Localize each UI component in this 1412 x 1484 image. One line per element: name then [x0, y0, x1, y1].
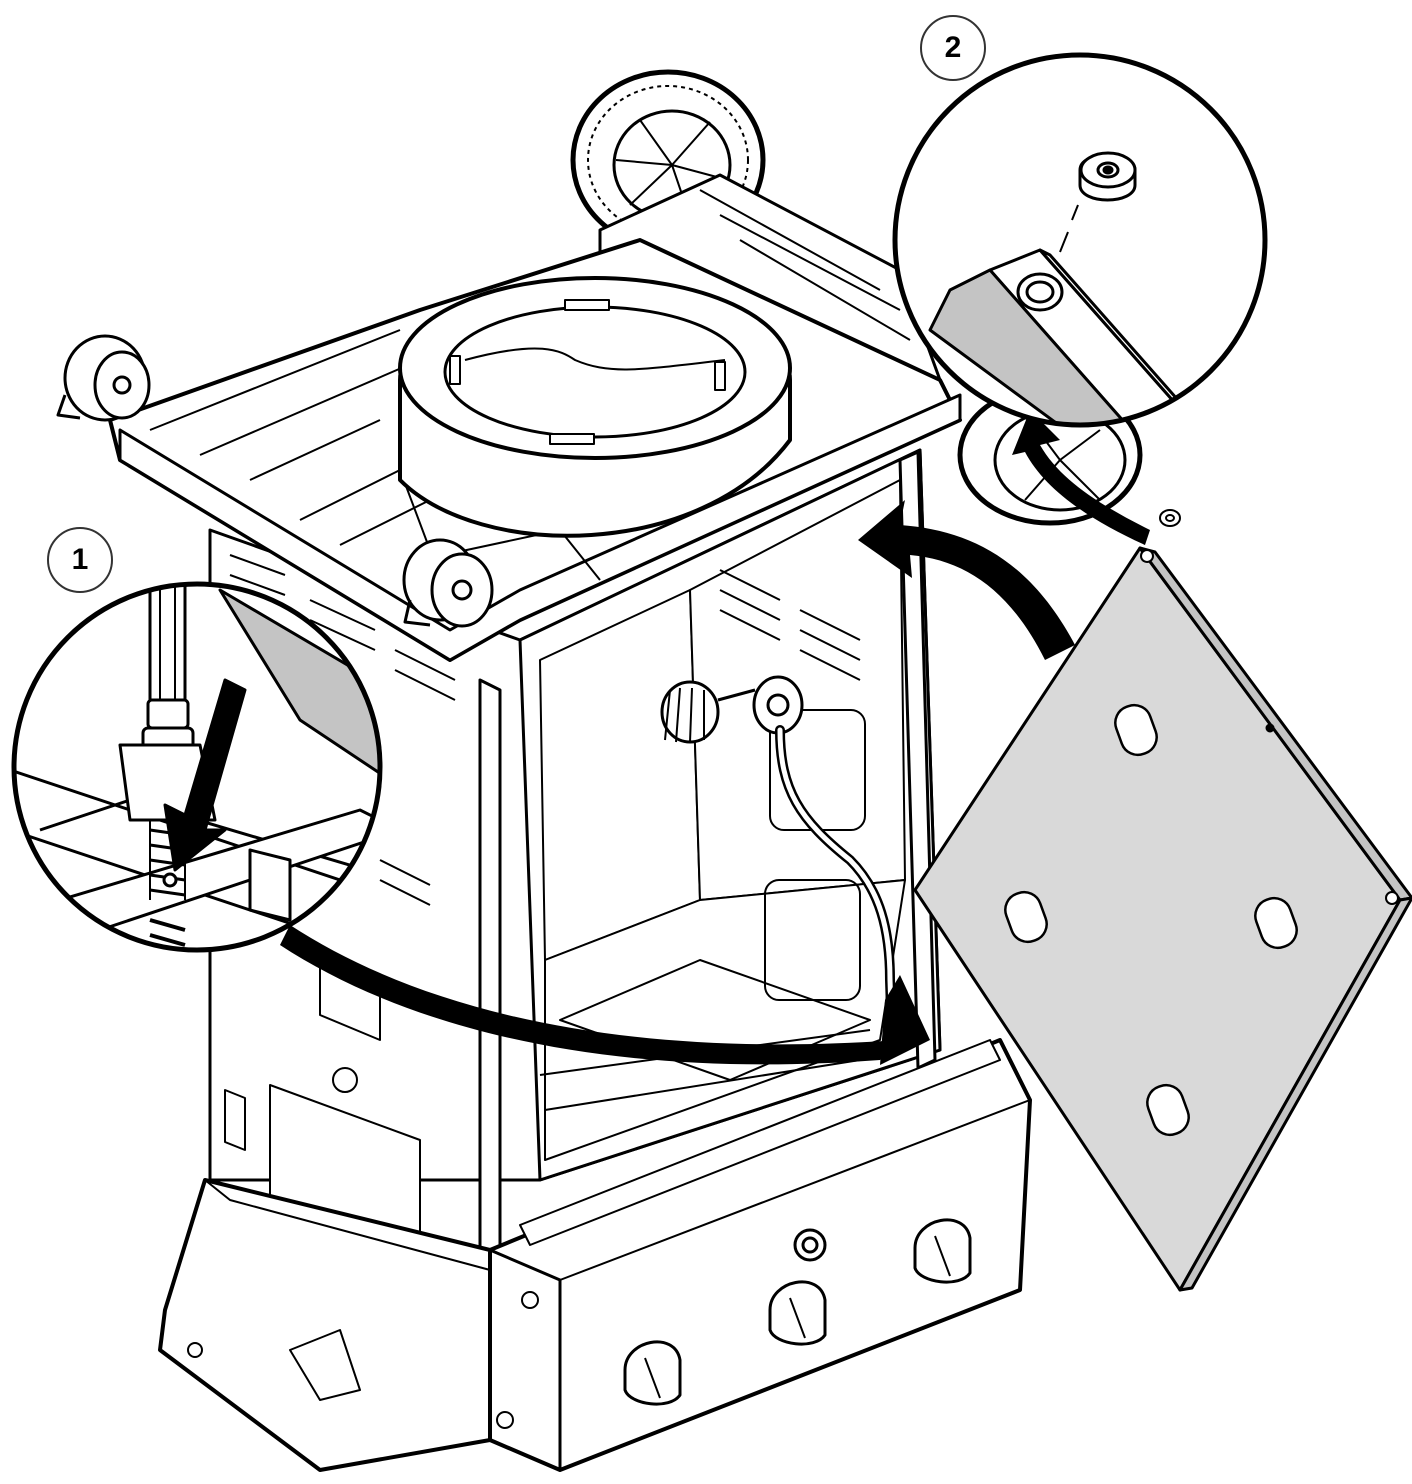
caster-left — [56, 334, 151, 422]
detail-callout-2 — [892, 52, 1268, 428]
step-1-badge: 1 — [47, 527, 113, 593]
arrow-panel-insert — [858, 500, 1075, 660]
gas-regulator — [660, 675, 804, 744]
burner-knobs — [623, 1218, 972, 1406]
bottom-panel — [913, 546, 1412, 1292]
washer-icon — [1078, 151, 1137, 202]
step-1-number: 1 — [71, 543, 89, 576]
arrow-down-icon — [163, 678, 247, 872]
caster-front — [402, 538, 494, 628]
base-shell-left — [158, 1178, 492, 1472]
spacer-washer — [1159, 509, 1181, 527]
step-2-badge: 2 — [920, 15, 986, 81]
arrow-detail-2 — [1012, 410, 1150, 545]
detail-callout-1 — [11, 581, 383, 953]
step-2-number: 2 — [944, 31, 962, 64]
center-basin — [398, 276, 792, 538]
arrow-detail-1 — [280, 925, 900, 1065]
